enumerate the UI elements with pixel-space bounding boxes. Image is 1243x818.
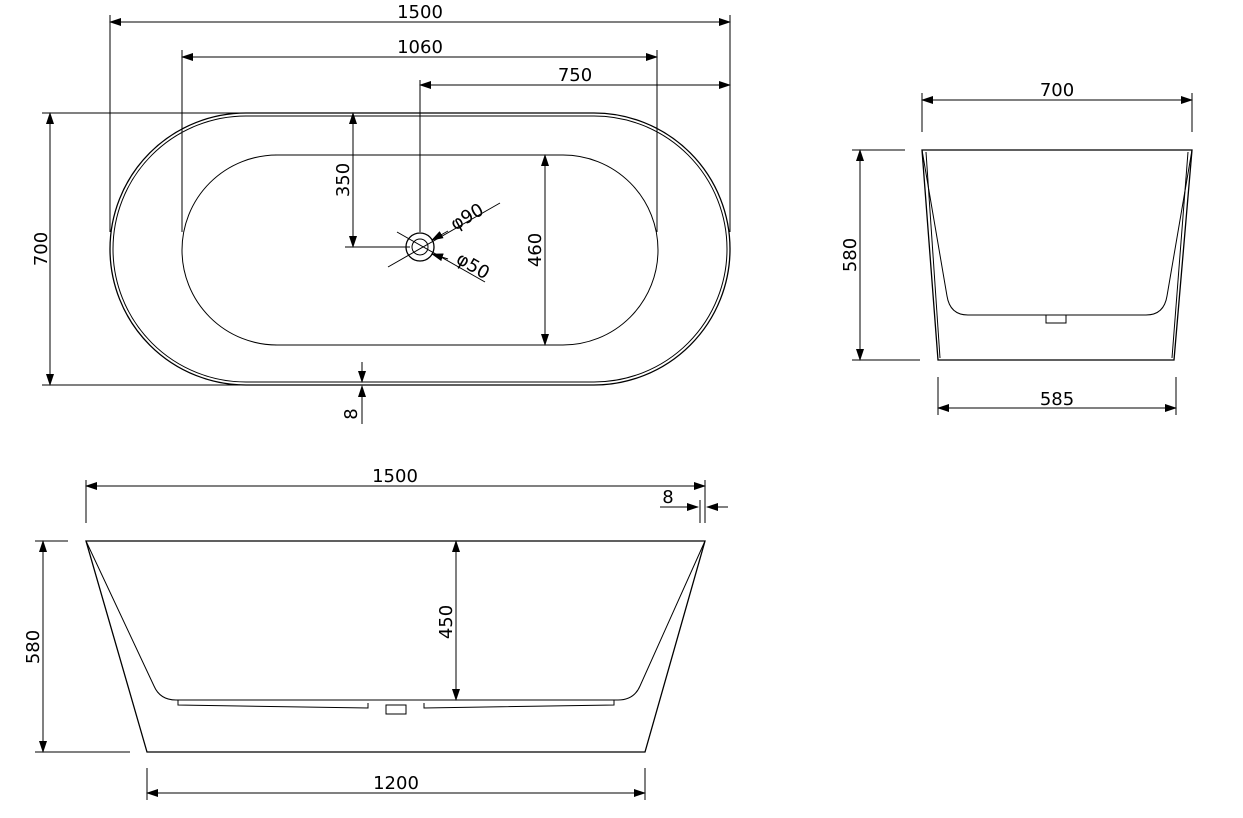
leader-arrow: [431, 253, 449, 262]
dim-side-depth: 450: [436, 605, 457, 639]
end-view-basin: [921, 149, 1193, 316]
dim-side-base-length: 1200: [373, 773, 419, 794]
dim-drain-offset: 750: [558, 65, 592, 86]
dim-side-overall-length: 1500: [372, 466, 418, 487]
top-view: 1500 1060 750 700 350 460 φ90 φ50 8: [31, 2, 731, 424]
end-view: 700 580 585: [840, 80, 1193, 415]
leader-arrow: [431, 230, 449, 241]
dim-rim-thickness: 8: [341, 408, 362, 419]
leader-overflow: [387, 202, 501, 268]
dim-overall-length: 1500: [397, 2, 443, 23]
dim-side-rim: 8: [662, 487, 673, 508]
dim-drain-from-edge: 350: [333, 163, 354, 197]
dim-inner-length: 1060: [397, 37, 443, 58]
dim-overall-width: 700: [31, 232, 52, 266]
side-view-base-right: [423, 700, 615, 709]
dim-end-height: 580: [840, 238, 861, 272]
end-view-outline: [921, 149, 1193, 361]
drain-outer-circle: [405, 232, 435, 262]
dim-side-height: 580: [23, 630, 44, 664]
end-view-wall: [1171, 151, 1189, 359]
side-view-basin: [85, 540, 706, 701]
dim-inner-width: 460: [525, 233, 546, 267]
side-view: 1500 8 580 450 1200: [23, 466, 728, 800]
side-view-base-left: [177, 700, 369, 709]
end-view-wall: [925, 151, 941, 359]
side-view-outline: [85, 540, 706, 753]
dim-end-base-width: 585: [1040, 389, 1074, 410]
side-view-drain: [385, 704, 407, 715]
end-view-drain: [1045, 314, 1067, 324]
dim-end-top-width: 700: [1040, 80, 1074, 101]
drain-inner-circle: [411, 238, 429, 256]
dim-drain-dia: φ50: [452, 248, 493, 284]
